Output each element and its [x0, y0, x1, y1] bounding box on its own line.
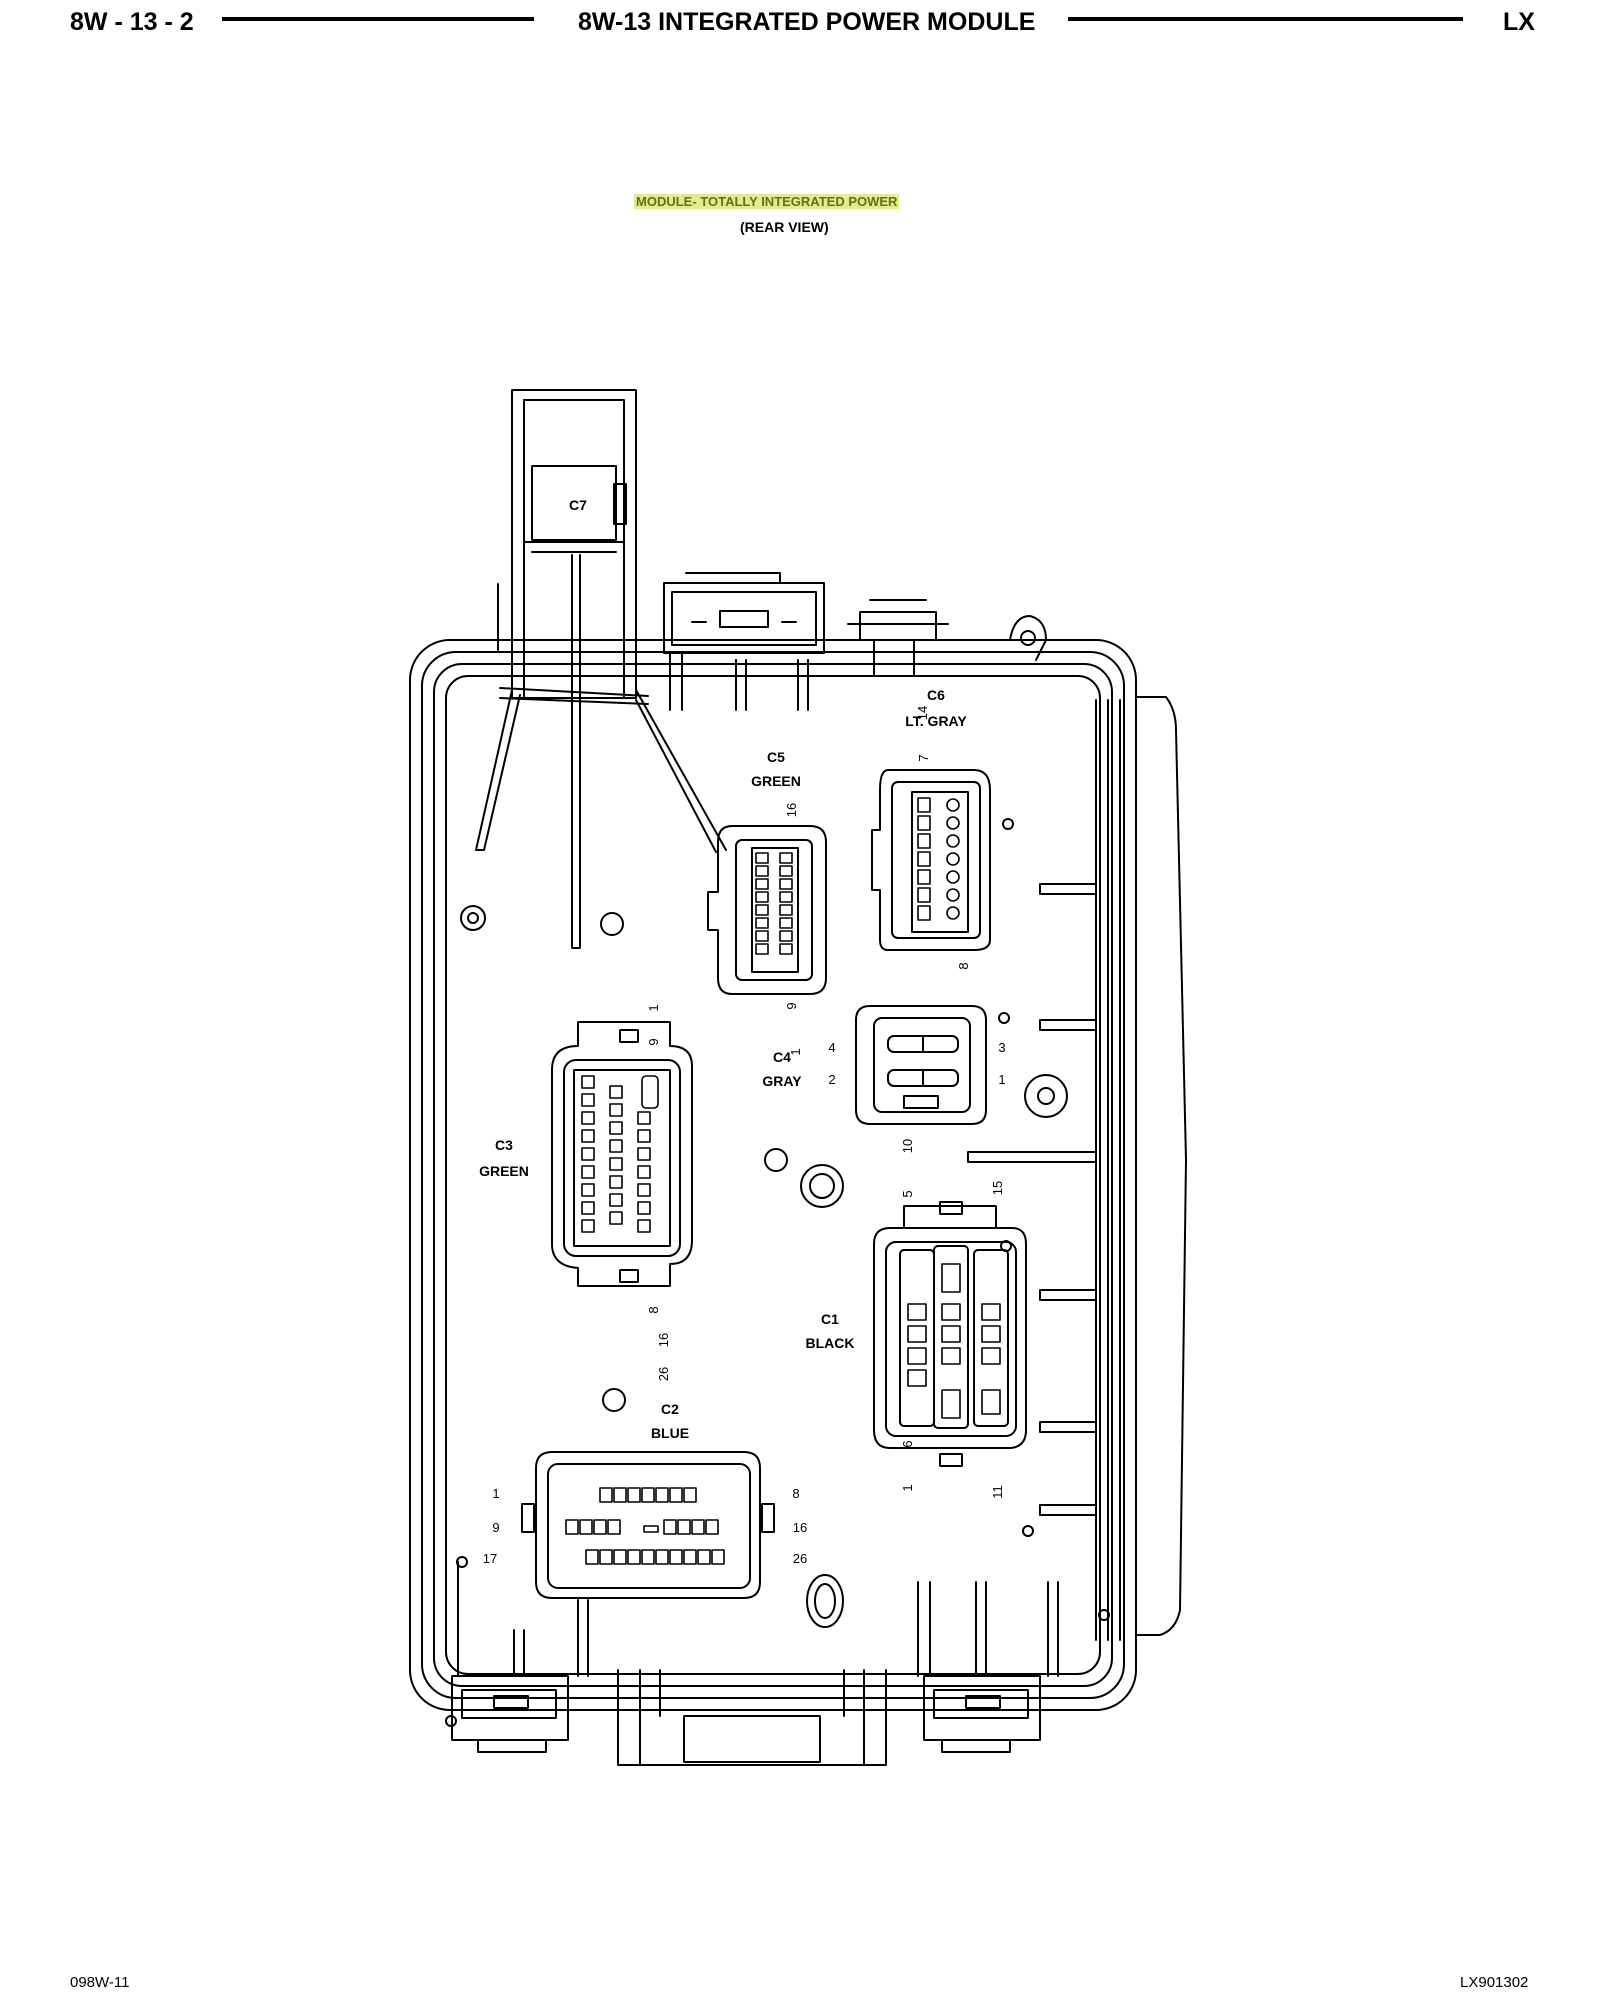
c3-pin-number: 9: [646, 1038, 661, 1045]
module-housing: [409, 639, 1187, 1727]
c2-pin-number: 9: [492, 1520, 499, 1535]
c6-pin-number: 14: [915, 706, 930, 720]
c1-pin-number: 1: [900, 1484, 915, 1491]
c6-label: C6: [927, 687, 945, 703]
c7-label: C7: [569, 497, 587, 513]
c4-pin-number: 3: [998, 1040, 1005, 1055]
c4-connector: [855, 1005, 987, 1125]
c3-connector: [551, 1021, 693, 1287]
c6-color: LT. GRAY: [905, 713, 967, 729]
c4-pin-number: 4: [828, 1040, 835, 1055]
c1-pin-number: 5: [900, 1190, 915, 1197]
c4-label: C4: [773, 1049, 791, 1065]
c1-pin-number: 6: [900, 1440, 915, 1447]
c3-pin-number: 1: [788, 1048, 803, 1055]
header-rule-right: [1068, 17, 1463, 21]
top-edge-connectors: [663, 572, 1047, 711]
c2-pin-number: 16: [793, 1520, 807, 1535]
c5-color: GREEN: [751, 773, 801, 789]
c3-pin-number: 26: [656, 1367, 671, 1381]
c2-connector: [521, 1451, 775, 1599]
c7-connector-tower: [475, 389, 727, 949]
c6-pin-number: 7: [916, 754, 931, 761]
c1-color: BLACK: [806, 1335, 855, 1351]
header-rule-left: [222, 17, 534, 21]
c3-pin-number: 8: [646, 1306, 661, 1313]
diagram-title: MODULE- TOTALLY INTEGRATED POWER: [634, 194, 900, 209]
model-code: LX: [1503, 8, 1535, 36]
c1-label: C1: [821, 1311, 839, 1327]
c5-label: C5: [767, 749, 785, 765]
page-title: 8W-13 INTEGRATED POWER MODULE: [578, 8, 1036, 36]
bottom-edge-tabs: [451, 1561, 1059, 1766]
c6-connector: [871, 769, 991, 951]
section-code: 8W - 13 - 2: [70, 8, 194, 36]
c2-pin-number: 1: [492, 1486, 499, 1501]
c2-pin-number: 17: [483, 1551, 497, 1566]
c5-pin-number: 16: [784, 803, 799, 817]
c1-pin-number: 15: [990, 1181, 1005, 1195]
c3-color: GREEN: [479, 1163, 529, 1179]
c2-pin-number: 26: [793, 1551, 807, 1566]
c2-label: C2: [661, 1401, 679, 1417]
c1-pin-number: 11: [990, 1485, 1005, 1499]
c3-pin-number: 16: [656, 1333, 671, 1347]
c4-pin-number: 1: [998, 1072, 1005, 1087]
c1-connector: [873, 1201, 1027, 1467]
c6-pin-number: 8: [956, 962, 971, 969]
c5-pin-number: 9: [784, 1002, 799, 1009]
c4-color: GRAY: [762, 1073, 802, 1089]
c5-connector: [707, 825, 827, 995]
c3-pin-number: 1: [646, 1004, 661, 1011]
c1-pin-number: 10: [900, 1139, 915, 1153]
c2-color: BLUE: [651, 1425, 689, 1441]
c3-label: C3: [495, 1137, 513, 1153]
footer-left-code: 098W-11: [70, 1974, 130, 1991]
c4-pin-number: 2: [828, 1072, 835, 1087]
diagram-subtitle: (REAR VIEW): [740, 219, 829, 235]
c2-pin-number: 8: [792, 1486, 799, 1501]
footer-right-code: LX901302: [1460, 1974, 1529, 1991]
